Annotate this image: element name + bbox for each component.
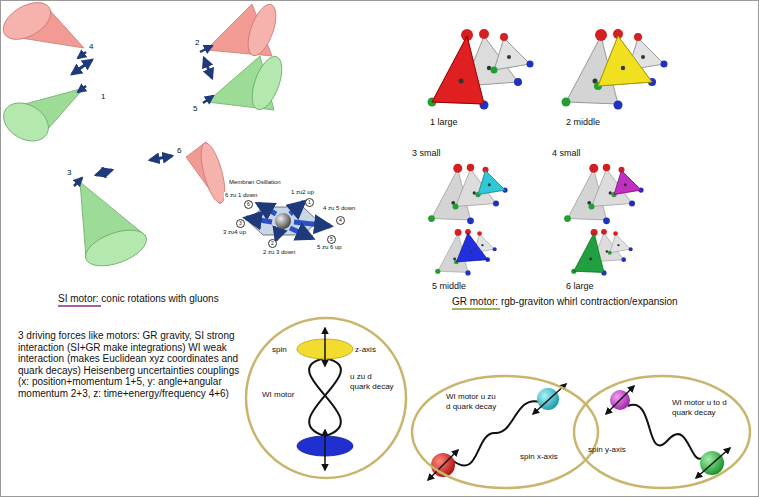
membrane-label: 5 zu 6 up (316, 244, 343, 251)
ellipse-outline (410, 374, 600, 490)
triangle-group-2 (562, 29, 668, 110)
triangle-label: 6 large (566, 281, 594, 291)
callout-number: 6 (176, 146, 182, 155)
node-text: u zu d quark decay (350, 372, 394, 391)
wi-motor-ellipse: spin z-axis WI motor u zu d quark decay (244, 316, 408, 480)
callout-number: 3 (66, 168, 72, 177)
node-text: spin y-axis (588, 445, 626, 455)
circled-number: 4 (336, 216, 345, 225)
circled-number: 1 (305, 198, 314, 207)
node-text: z-axis (355, 345, 376, 355)
circled-number: 3 (236, 219, 245, 228)
node-text: spin (272, 345, 287, 355)
triangle-label: 5 middle (432, 281, 466, 291)
membrane-oscillation (246, 202, 330, 240)
motor-caption: GR motor: rgb-graviton whirl contraction… (452, 296, 678, 308)
node-text: spin x-axis (520, 452, 558, 462)
callout-number: 5 (192, 104, 198, 113)
circled-number: 2 (268, 239, 277, 248)
node-text: WI motor u to d quark decay (672, 398, 730, 417)
triangle-label: 3 small (412, 148, 441, 158)
description-text: 3 driving forces like motors: GR gravity… (18, 330, 244, 399)
wi-motor-ellipse: WI motor u zu d quark decay spin x-axis (410, 374, 600, 490)
cone-pair-2 (200, 1, 288, 114)
circled-number: 5 (327, 235, 336, 244)
membrane-label: 2 zu 3 down (262, 249, 296, 256)
triangle-label: 2 middle (566, 117, 600, 127)
triangle-group-4 (564, 164, 644, 224)
cone-pair-3 (74, 141, 230, 273)
wi-motor-x (428, 384, 566, 480)
membrane-label: 1 zu2 up (290, 189, 315, 196)
callout-number: 1 (100, 92, 106, 101)
motor-caption: SI motor: conic rotations with gluons (58, 293, 219, 305)
triangle-label: 1 large (430, 117, 458, 127)
triangle-group-5 (435, 229, 496, 276)
ellipse-outline (572, 374, 752, 490)
triangle-group-6 (571, 229, 632, 276)
triangle-group-1 (428, 29, 534, 110)
underline (58, 305, 101, 307)
triangle-group-3 (428, 164, 508, 224)
membrane-label: 3 zu4 up (222, 229, 247, 236)
membrane-label: 4 zu 5 down (322, 205, 356, 212)
callout-number: 2 (194, 38, 200, 47)
underline (452, 308, 500, 310)
node-text: WI motor (262, 390, 294, 400)
wi-motor-ellipse: WI motor u to d quark decay spin y-axis (572, 374, 752, 490)
membrane-label: 6 zu 1 down (224, 192, 258, 199)
membrane-label: Membran Osillation (228, 179, 282, 186)
cone-pair-1 (0, 0, 92, 149)
wi-motor-y (606, 386, 730, 478)
wi-motor-z (297, 328, 353, 470)
triangle-label: 4 small (552, 148, 581, 158)
callout-number: 4 (88, 42, 94, 51)
node-text: WI motor u zu d quark decay (446, 392, 502, 411)
circled-number: 6 (244, 200, 253, 209)
